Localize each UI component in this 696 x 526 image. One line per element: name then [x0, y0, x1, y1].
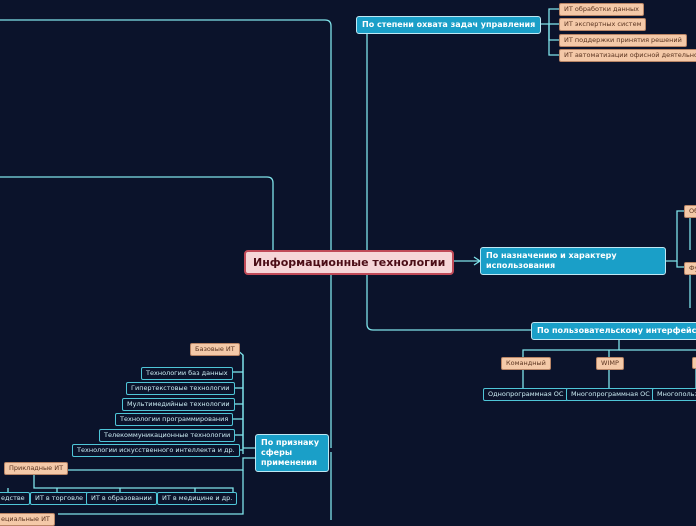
- os-multi[interactable]: Многопрограммная ОС: [566, 388, 655, 401]
- leaf-coverage-4[interactable]: ИТ автоматизации офисной деятельности: [559, 49, 696, 62]
- leaf-purpose-1[interactable]: Об: [684, 205, 696, 218]
- leaf-purpose-2[interactable]: Фу: [684, 262, 696, 275]
- basic-item-telecom[interactable]: Телекоммуникационные технологии: [99, 429, 236, 442]
- applied-item-1[interactable]: едстве: [0, 492, 30, 505]
- branch-purpose[interactable]: По назначению и характеру использования: [480, 247, 666, 275]
- basic-item-hypertext[interactable]: Гипертекстовые технологии: [126, 382, 235, 395]
- leaf-coverage-2[interactable]: ИТ экспертных систем: [559, 18, 647, 31]
- os-multiuser[interactable]: Многопольз: [652, 388, 696, 401]
- branch-coverage[interactable]: По степени охвата задач управления: [356, 16, 542, 34]
- basic-item-ai[interactable]: Технологии искусственного интеллекта и д…: [72, 444, 240, 457]
- branch-application[interactable]: По признаку сферы применения: [255, 434, 329, 472]
- leaf-applied-it[interactable]: Прикладные ИТ: [4, 462, 69, 475]
- branch-interface[interactable]: По пользовательскому интерфейсу: [531, 322, 696, 340]
- leaf-coverage-1[interactable]: ИТ обработки данных: [559, 3, 644, 16]
- applied-item-medicine[interactable]: ИТ в медицине и др.: [157, 492, 238, 505]
- root-node[interactable]: Информационные технологии: [244, 250, 455, 275]
- os-single[interactable]: Однопрограммная ОС: [483, 388, 569, 401]
- leaf-interface-wimp[interactable]: WIMP: [596, 357, 624, 370]
- leaf-basic-it[interactable]: Базовые ИТ: [190, 343, 240, 356]
- leaf-interface-command[interactable]: Командный: [501, 357, 551, 370]
- applied-item-education[interactable]: ИТ в образовании: [86, 492, 157, 505]
- basic-item-multimedia[interactable]: Мультимедийные технологии: [122, 398, 235, 411]
- leaf-coverage-3[interactable]: ИТ поддержки принятия решений: [559, 34, 687, 47]
- basic-item-programming[interactable]: Технологии программирования: [115, 413, 234, 426]
- leaf-interface-third[interactable]: [692, 357, 696, 369]
- basic-item-databases[interactable]: Технологии баз данных: [141, 367, 233, 380]
- applied-item-trade[interactable]: ИТ в торговле: [30, 492, 89, 505]
